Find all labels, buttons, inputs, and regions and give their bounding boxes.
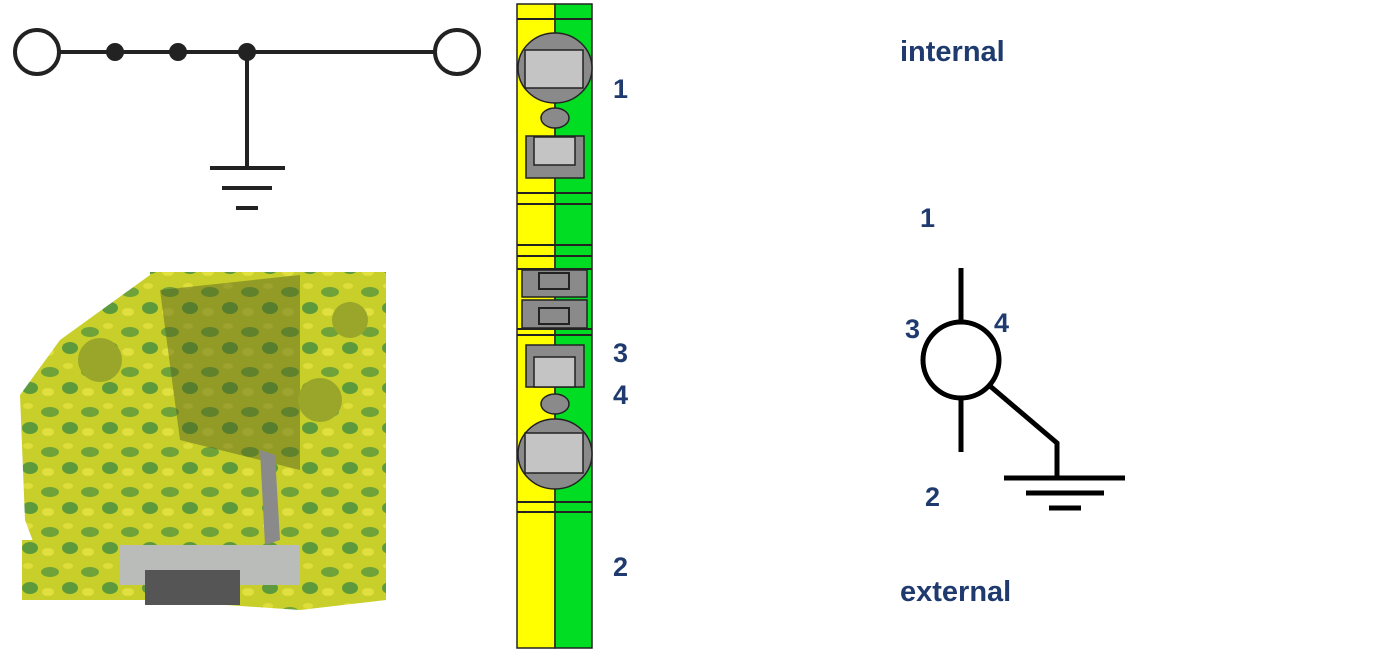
strip-label-2: 2 [613,552,629,582]
symbol-label-1: 1 [920,203,936,233]
strip-label-1: 1 [613,74,629,104]
circuit-symbol [920,268,1125,511]
symbol-label-3: 3 [905,314,921,344]
junction-dot [106,43,124,61]
junction-dot [169,43,187,61]
terminal-left [13,28,61,76]
junction-dot [238,43,256,61]
strip-label-3: 3 [613,338,629,368]
symbol-label-2: 2 [925,482,941,512]
terminal-strip [516,3,593,649]
schematic-symbol [13,28,481,210]
internal-label: internal [900,36,1005,68]
strip-label-4: 4 [613,380,629,410]
terminal-right [433,28,481,76]
symbol-label-4: 4 [994,308,1010,338]
terminal-block-photo [20,272,386,610]
external-label: external [900,576,1012,608]
